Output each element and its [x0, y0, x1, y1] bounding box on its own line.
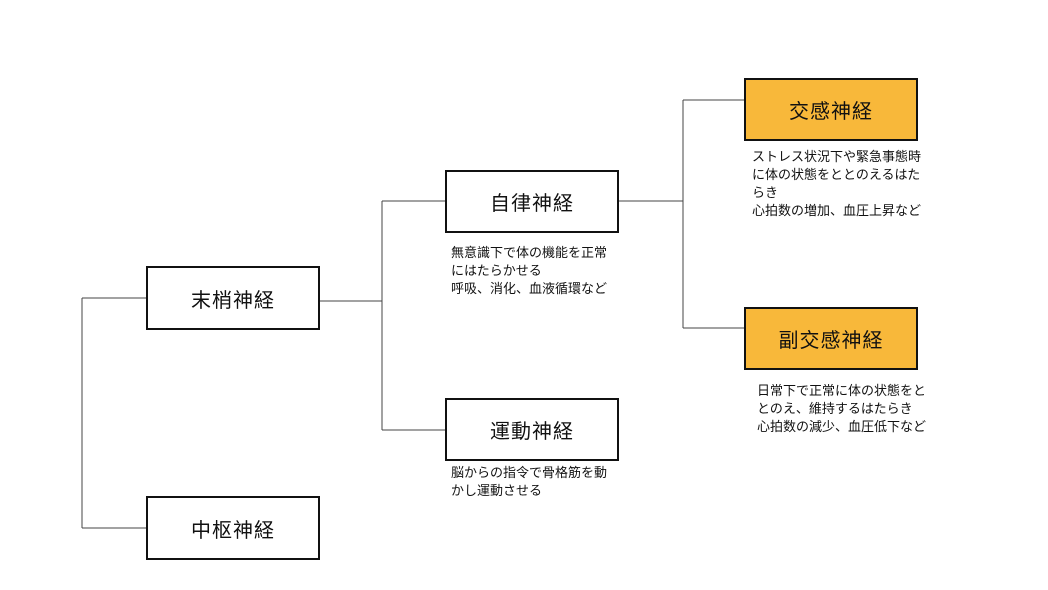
- parasympathetic-description-line: 心拍数の減少、血圧低下など: [757, 420, 927, 435]
- node-motor-nerve: 運動神経: [445, 398, 619, 461]
- node-parasympathetic-nerve-label: 副交感神経: [778, 328, 884, 352]
- sympathetic-description-line: 心拍数の増加、血圧上昇など: [752, 204, 922, 219]
- motor-description: 脳からの指令で骨格筋を動 かし運動させる: [451, 465, 607, 501]
- node-central-nerve: 中枢神経: [146, 496, 320, 560]
- node-sympathetic-nerve-label: 交感神経: [789, 99, 873, 123]
- autonomic-description-line: 無意識下で体の機能を正常: [451, 246, 608, 261]
- node-autonomic-nerve: 自律神経: [445, 170, 619, 233]
- autonomic-description-line: 呼吸、消化、血液循環など: [451, 282, 608, 297]
- node-peripheral-nerve: 末梢神経: [146, 266, 320, 330]
- motor-description-line: 脳からの指令で骨格筋を動: [451, 466, 608, 481]
- motor-description-line: かし運動させる: [451, 484, 543, 499]
- autonomic-description-line: にはたらかせる: [451, 264, 542, 279]
- sympathetic-description: ストレス状況下や緊急事態時 に体の状態をととのえるはた らき 心拍数の増加、血圧…: [752, 149, 921, 221]
- node-motor-nerve-label: 運動神経: [490, 419, 574, 443]
- parasympathetic-description-line: とのえ、維持するはたらき: [757, 402, 913, 417]
- node-central-nerve-label: 中枢神経: [191, 517, 275, 542]
- autonomic-description: 無意識下で体の機能を正常 にはたらかせる 呼吸、消化、血液循環など: [451, 245, 607, 299]
- parasympathetic-description: 日常下で正常に体の状態をと とのえ、維持するはたらき 心拍数の減少、血圧低下など: [757, 383, 926, 437]
- node-parasympathetic-nerve: 副交感神経: [744, 307, 918, 370]
- sympathetic-description-line: ストレス状況下や緊急事態時: [752, 150, 922, 165]
- sympathetic-description-line: らき: [752, 186, 779, 201]
- sympathetic-description-line: に体の状態をととのえるはた: [752, 168, 921, 183]
- node-sympathetic-nerve: 交感神経: [744, 78, 918, 141]
- node-peripheral-nerve-label: 末梢神経: [191, 287, 275, 312]
- node-autonomic-nerve-label: 自律神経: [490, 191, 574, 215]
- parasympathetic-description-line: 日常下で正常に体の状態をと: [757, 384, 927, 399]
